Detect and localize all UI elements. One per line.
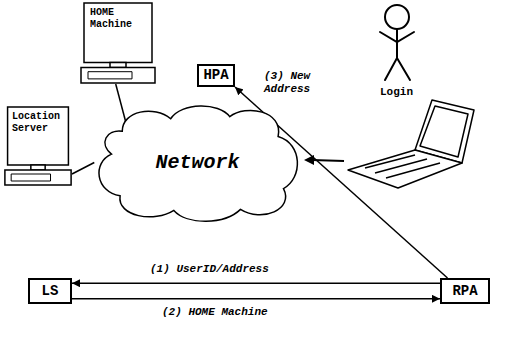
edge-label: (1) UserID/Address (148, 263, 302, 276)
process-box: HPA (197, 64, 235, 87)
node-text: HPA (203, 67, 228, 83)
laptop-base (348, 150, 462, 188)
connector (72, 163, 94, 175)
laptop-screen-inner (420, 106, 468, 157)
laptop (348, 100, 474, 188)
laptop-keys (365, 155, 415, 168)
laptop-keys (375, 159, 427, 173)
monitor-base (81, 68, 155, 83)
edge-label: (2) HOME Machine (160, 306, 294, 319)
person-head (385, 5, 409, 29)
home-machine: HOME Machine (80, 2, 156, 84)
caption-label: Login (380, 86, 413, 99)
login-arrow (304, 155, 344, 165)
stick-person (380, 5, 414, 80)
connector (72, 298, 440, 300)
monitor-neck (110, 62, 126, 67)
node-text: RPA (452, 283, 477, 299)
monitor-drive (11, 174, 50, 181)
process-box: LS (28, 278, 72, 304)
node-text: Location Server (12, 111, 62, 134)
person-body (396, 29, 398, 58)
node-text: LS (42, 283, 59, 299)
location-server: Location Server (4, 106, 72, 186)
person-legs (385, 58, 410, 80)
person-arms (380, 32, 414, 42)
connector (116, 84, 127, 125)
monitor-drive (88, 72, 132, 79)
node-text: Network (155, 151, 239, 174)
edge-label: (3) New Address (262, 70, 328, 96)
monitor-screen (8, 107, 69, 165)
node-text: HOME Machine (90, 7, 142, 30)
process-box: RPA (440, 278, 490, 304)
monitor-screen (84, 3, 152, 62)
network-cloud: Network (90, 100, 305, 225)
laptop-keys (386, 163, 440, 178)
cloud-shape (99, 106, 297, 221)
connector (72, 282, 440, 284)
monitor-base (5, 170, 71, 185)
